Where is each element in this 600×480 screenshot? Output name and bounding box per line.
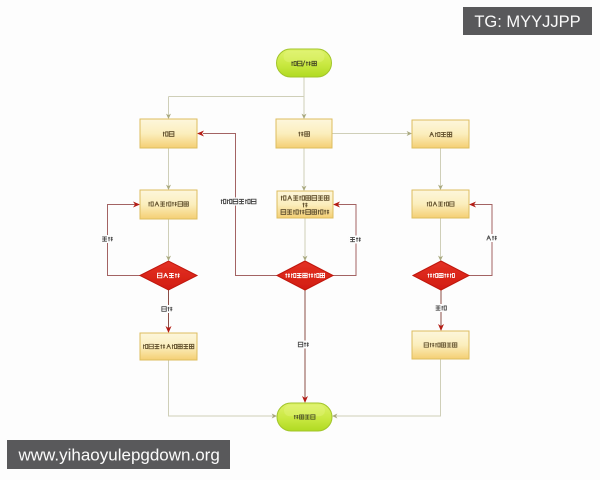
svg-text:TG: MYYJJPP: TG: MYYJJPP [474, 13, 580, 31]
svg-text:www.yihaoyulepgdown.org: www.yihaoyulepgdown.org [18, 446, 220, 465]
